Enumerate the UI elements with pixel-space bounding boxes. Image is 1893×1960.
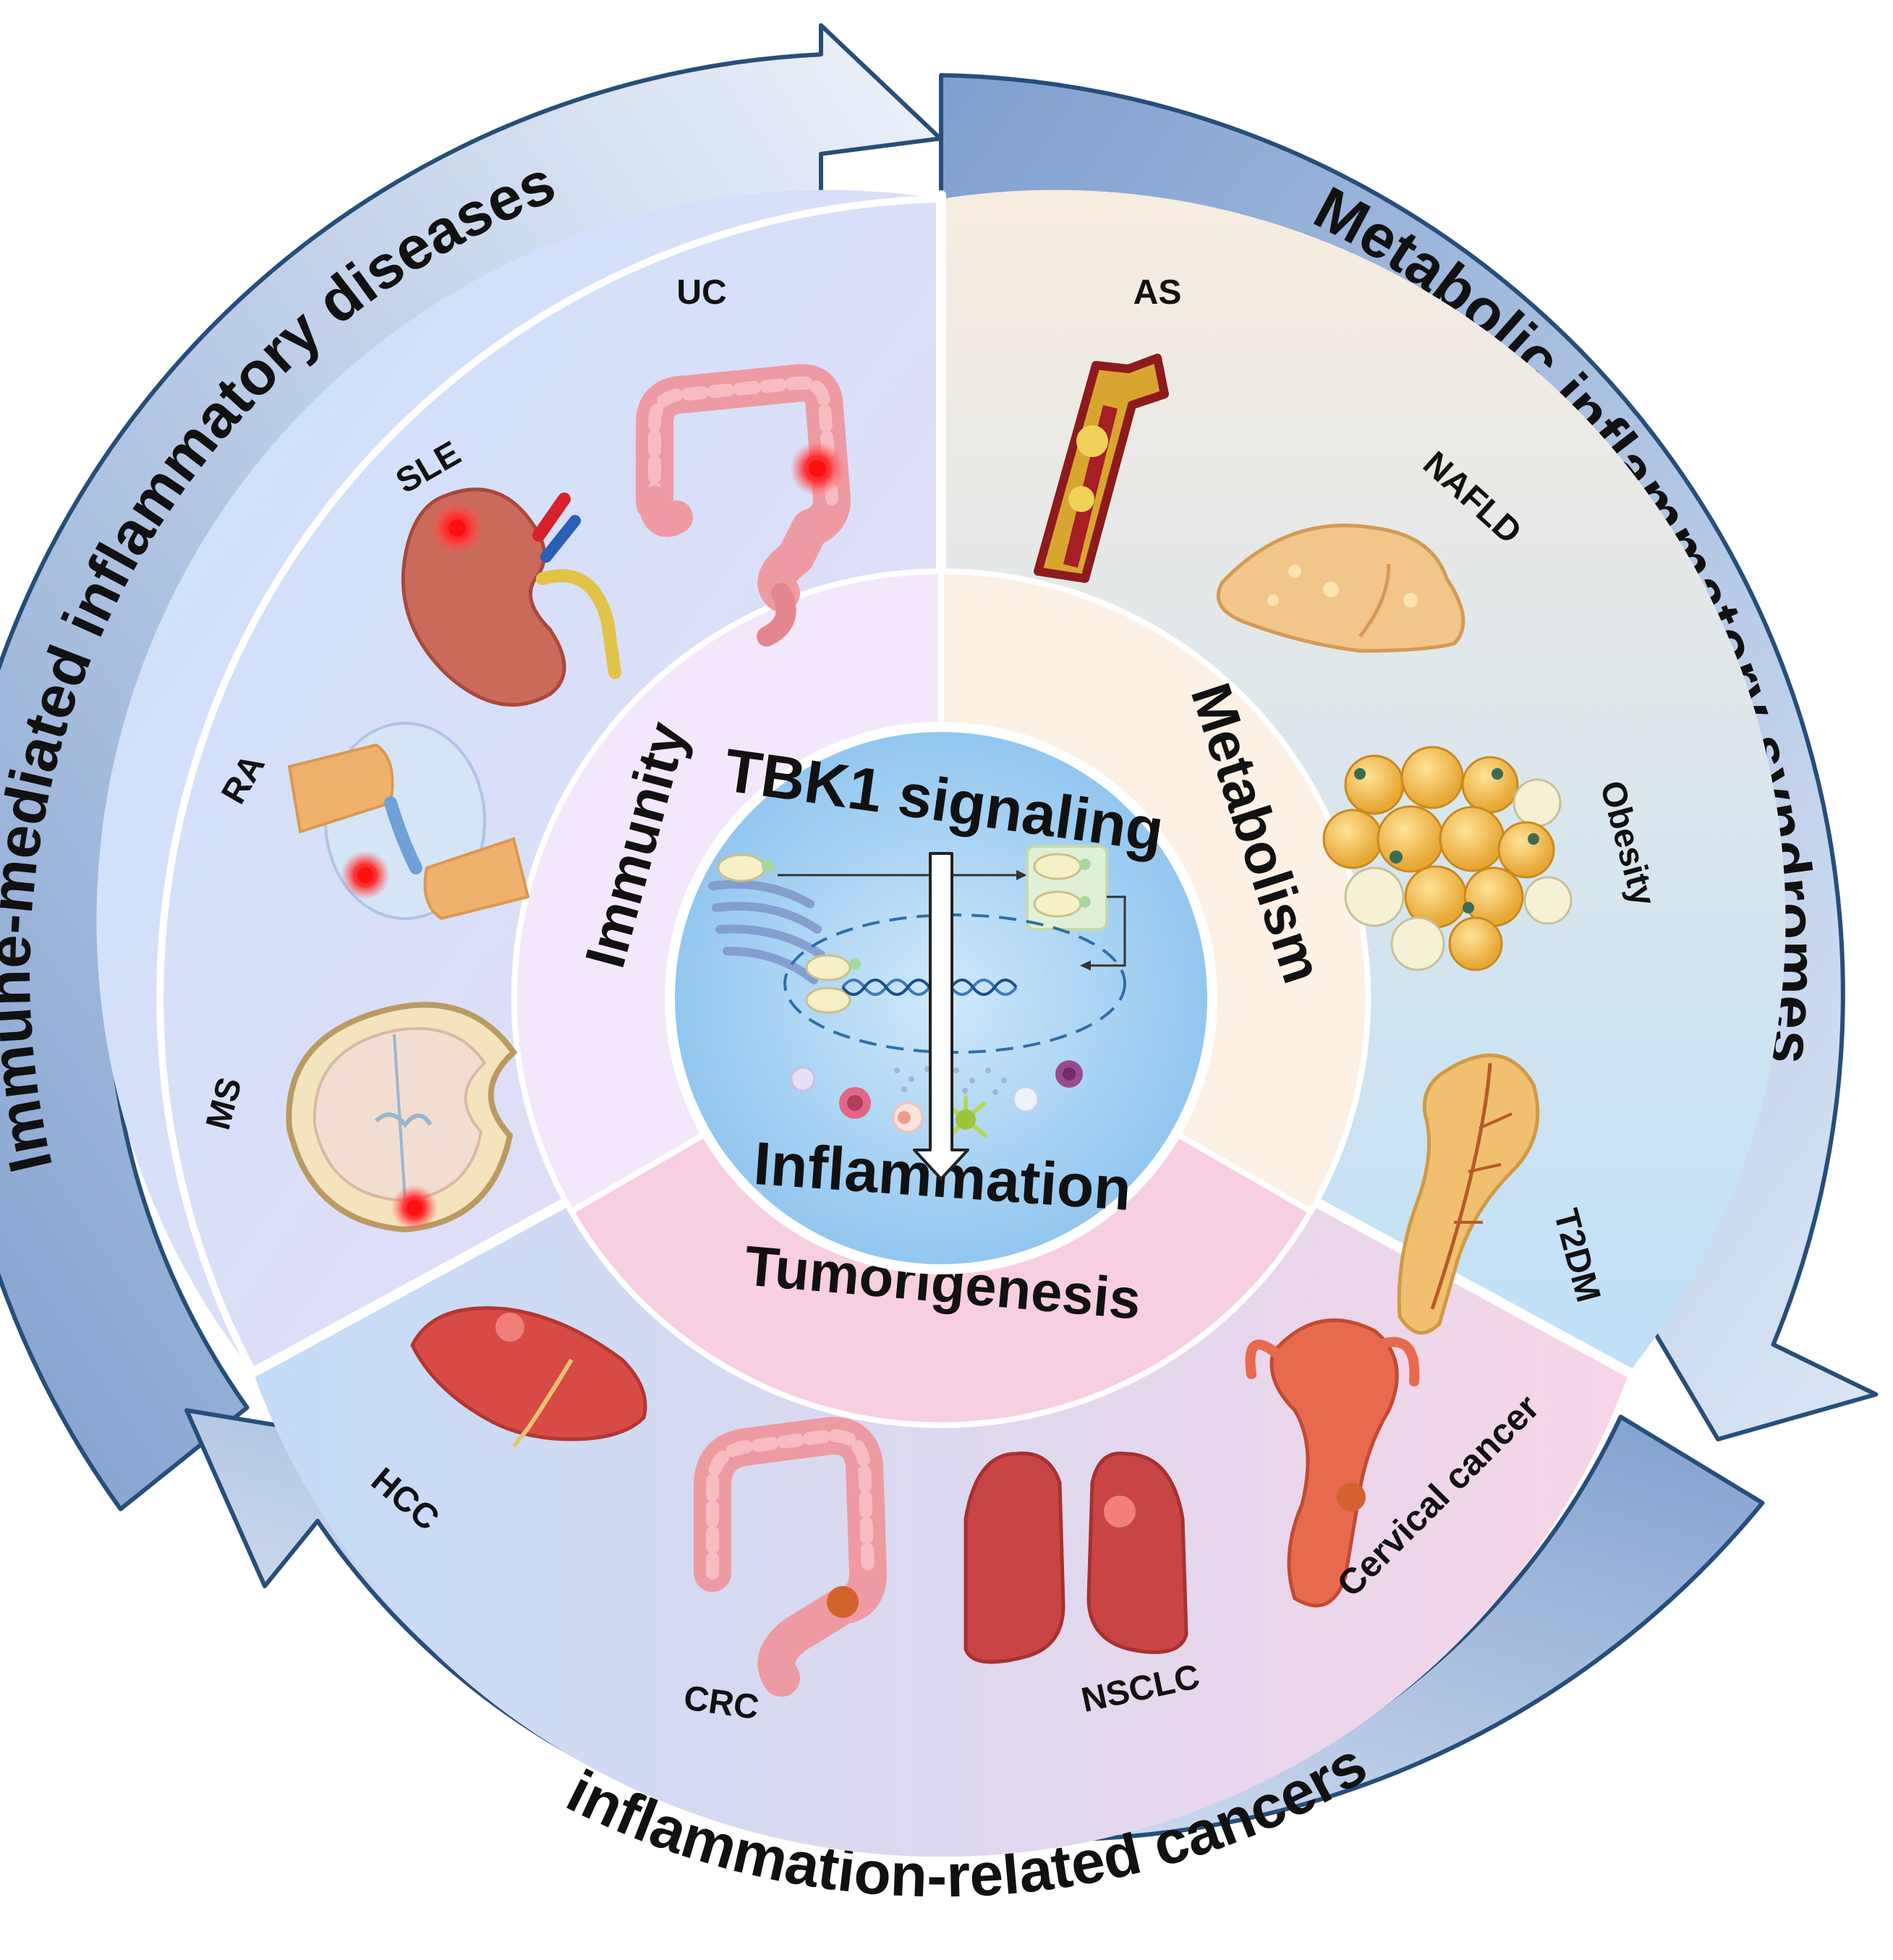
fat-cells-obesity-icon xyxy=(1322,746,1573,971)
activated-complex-icon xyxy=(1026,845,1108,931)
signaling-schematic xyxy=(708,845,1126,1180)
colon-uc-icon xyxy=(636,364,851,647)
liver-nafld-icon xyxy=(1216,524,1466,653)
joint-ra-icon xyxy=(287,722,530,921)
nucleus-outline xyxy=(783,913,1126,1054)
immune-cells-icon xyxy=(790,1060,1083,1139)
brain-ms-icon xyxy=(286,1002,518,1233)
protein-complex-icon xyxy=(717,853,775,882)
label-uc: UC xyxy=(676,273,726,312)
nuclear-protein-icon xyxy=(805,954,861,1014)
down-arrow-icon xyxy=(913,852,969,1180)
kidney-sle-icon xyxy=(401,487,621,707)
lungs-nsclc-icon xyxy=(963,1452,1188,1664)
uterus-cervical-icon xyxy=(1245,1318,1420,1608)
golgi-icon xyxy=(708,879,825,984)
pancreas-t2dm-icon xyxy=(1397,1053,1540,1335)
label-as: AS xyxy=(1133,273,1182,312)
liver-hcc-icon xyxy=(410,1306,647,1448)
artery-as-icon xyxy=(1034,354,1169,583)
colon-crc-icon xyxy=(694,1417,887,1697)
